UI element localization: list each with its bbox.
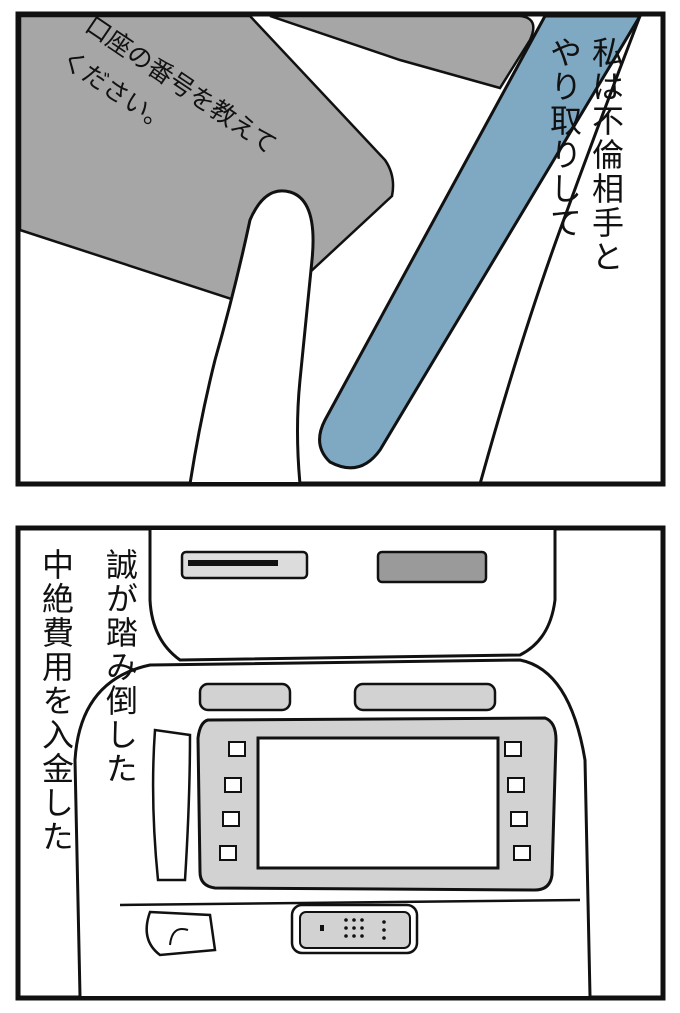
left-button-2: [224, 777, 242, 793]
hand-outline: [479, 16, 642, 482]
right-button-2: [507, 777, 525, 793]
panel-1: [15, 11, 666, 487]
keypad-keys: [320, 918, 386, 940]
right-button-3: [510, 811, 528, 827]
left-button-4: [219, 845, 237, 861]
right-button-4: [513, 845, 531, 861]
cash-tray: [145, 910, 217, 957]
keypad: [299, 911, 411, 949]
narration-line-1: 私は不倫相手と: [587, 36, 625, 274]
atm-screen: [256, 736, 500, 870]
narration-line-4: 誠が踏み倒した: [101, 548, 139, 786]
right-handle: [353, 682, 497, 712]
left-button-1: [228, 741, 246, 757]
left-button-3: [222, 811, 240, 827]
panel-2: [15, 525, 666, 1001]
shelf-line: [119, 898, 581, 907]
receipt-slot: [376, 550, 488, 584]
narration-line-3: 中絶費用を入金した: [37, 548, 75, 854]
card-slot-opening: [188, 560, 278, 566]
side-bezel: [151, 728, 192, 882]
cash-tray-detail: [169, 928, 189, 946]
phone-edge: [318, 16, 642, 470]
thumb: [188, 189, 315, 482]
narration-line-2: やり取りして: [545, 36, 583, 240]
bubble-top: [269, 16, 535, 90]
right-button-1: [504, 741, 522, 757]
atm-top-housing: [148, 530, 557, 662]
left-handle: [198, 682, 292, 712]
